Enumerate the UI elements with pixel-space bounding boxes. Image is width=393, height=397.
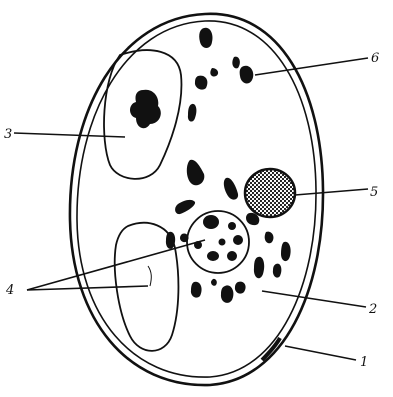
granule bbox=[191, 282, 202, 298]
label-1: 1 bbox=[360, 355, 368, 370]
large-granule bbox=[245, 169, 295, 217]
label-4: 4 bbox=[5, 283, 14, 298]
label-5: 5 bbox=[370, 185, 378, 200]
nucleolus bbox=[207, 251, 219, 261]
granule bbox=[265, 232, 274, 244]
granule bbox=[166, 232, 175, 249]
granule bbox=[240, 66, 254, 84]
leader-line-2 bbox=[262, 291, 366, 307]
nucleolus bbox=[219, 239, 226, 246]
vacuole-3-inclusion bbox=[130, 90, 161, 129]
granule bbox=[180, 233, 189, 242]
granule bbox=[273, 264, 282, 278]
granule bbox=[187, 160, 205, 186]
granule bbox=[235, 282, 246, 294]
leader-line-1 bbox=[285, 346, 356, 360]
label-2: 2 bbox=[368, 302, 377, 317]
granule bbox=[195, 76, 208, 90]
granule bbox=[199, 28, 212, 48]
granule bbox=[221, 285, 234, 302]
vacuole-4-inner-mark bbox=[148, 266, 151, 286]
nucleolus bbox=[227, 251, 237, 261]
large-granule-body bbox=[245, 169, 295, 217]
nucleolus bbox=[228, 222, 236, 230]
label-3: 3 bbox=[4, 127, 12, 142]
nucleolus bbox=[233, 235, 243, 245]
granule bbox=[210, 68, 218, 77]
leader-line-6 bbox=[255, 58, 368, 75]
label-6: 6 bbox=[371, 51, 379, 66]
granule bbox=[175, 200, 195, 214]
granule bbox=[281, 242, 291, 261]
granule bbox=[224, 178, 238, 200]
small-granules bbox=[166, 28, 291, 303]
leader-line-5 bbox=[295, 189, 368, 195]
granule bbox=[254, 257, 264, 279]
granule bbox=[188, 104, 197, 122]
nucleolus bbox=[203, 215, 219, 229]
granule bbox=[232, 57, 240, 69]
granule bbox=[211, 279, 217, 286]
leader-line-3 bbox=[14, 133, 125, 137]
